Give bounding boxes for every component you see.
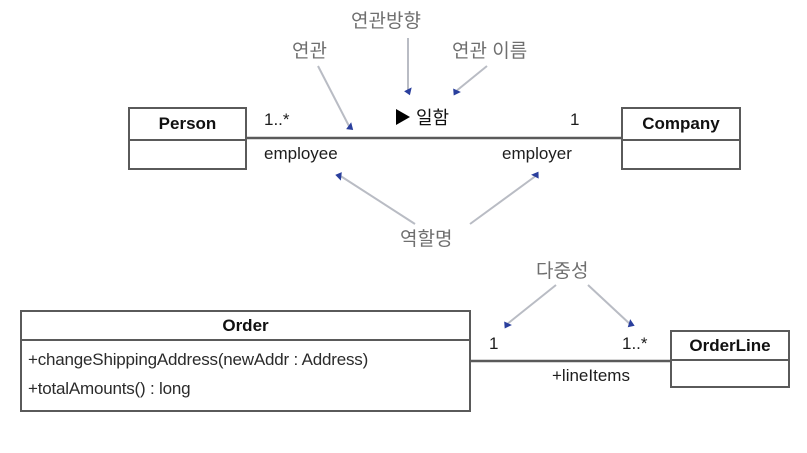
multiplicity-orderline-side: 1..*	[622, 334, 648, 353]
multiplicity-order-side: 1	[489, 334, 499, 353]
multiplicity-company-side: 1	[570, 110, 580, 129]
association-direction-triangle-icon	[396, 109, 410, 125]
class-box-person[interactable]: Person	[128, 107, 247, 170]
role-name-employee: employee	[264, 144, 338, 163]
class-members-orderline	[672, 361, 788, 386]
annotation-role-name: 역할명	[400, 229, 453, 250]
class-box-orderline[interactable]: OrderLine	[670, 330, 790, 388]
annotation-association: 연관	[292, 41, 327, 62]
class-member-order-0: +changeShippingAddress(newAddr : Address…	[28, 350, 369, 369]
class-name-person: Person	[130, 109, 245, 141]
multiplicity-person-side: 1..*	[264, 110, 290, 129]
leader-line-association-name	[453, 65, 488, 96]
leader-line-role-name-employee	[335, 172, 416, 225]
association-name-label: 일함	[416, 108, 450, 128]
class-name-orderline: OrderLine	[672, 332, 788, 361]
class-name-order: Order	[22, 312, 469, 341]
leader-line-multiplicity-right	[587, 284, 635, 328]
annotation-multiplicity: 다중성	[536, 261, 589, 282]
role-name-employer: employer	[502, 144, 572, 163]
class-member-order-1: +totalAmounts() : long	[28, 379, 191, 398]
leader-line-multiplicity-left	[504, 284, 557, 329]
class-members-company	[623, 141, 739, 168]
leader-line-association	[317, 65, 354, 130]
class-members-person	[130, 141, 245, 168]
class-box-company[interactable]: Company	[621, 107, 741, 170]
role-name-line-items: +lineItems	[552, 366, 630, 385]
class-name-company: Company	[623, 109, 739, 141]
annotation-association-direction: 연관방향	[351, 11, 421, 32]
annotation-association-name: 연관 이름	[452, 41, 528, 62]
association-name-group: 일함	[396, 104, 449, 130]
class-members-order: +changeShippingAddress(newAddr : Address…	[22, 341, 469, 410]
class-box-order[interactable]: Order +changeShippingAddress(newAddr : A…	[20, 310, 471, 412]
leader-line-role-name-employer	[469, 171, 539, 225]
